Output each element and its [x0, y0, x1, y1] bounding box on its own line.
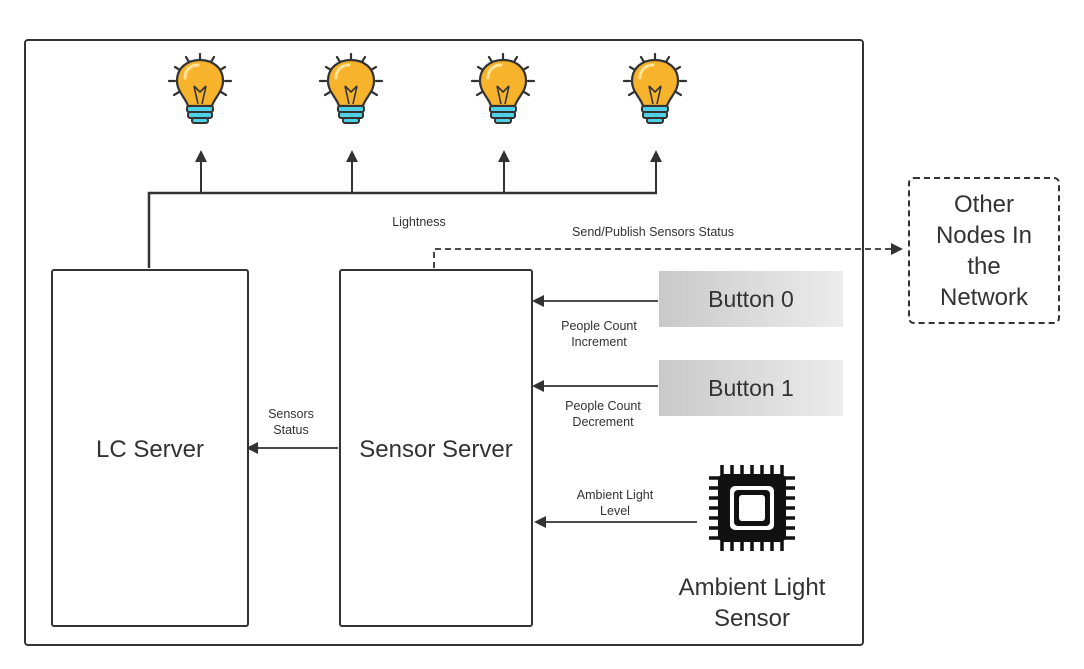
ambient-sensor-line-1: Ambient Light: [678, 574, 826, 601]
decrement-line-1: People Count: [565, 399, 641, 413]
sensors-status-line-2: Status: [273, 423, 309, 437]
increment-label: People Count Increment: [539, 318, 659, 350]
increment-line-2: Increment: [571, 335, 627, 349]
other-nodes-line-2: Nodes In: [935, 221, 1033, 249]
decrement-line-2: Decrement: [572, 415, 634, 429]
publish-connector: [433, 243, 903, 268]
ambient-sensor-label: Ambient Light Sensor: [652, 572, 852, 634]
button-0-label: Button 0: [708, 285, 794, 312]
chip-icon: [709, 465, 795, 551]
increment-line-1: People Count: [561, 319, 637, 333]
decrement-label: People Count Decrement: [543, 398, 663, 430]
lc-server-label: LC Server: [95, 436, 205, 463]
lightbulb-icon: [470, 52, 536, 125]
publish-label: Send/Publish Sensors Status: [572, 225, 734, 239]
ambient-level-label: Ambient Light Level: [555, 487, 675, 519]
other-nodes-line-4: Network: [939, 283, 1029, 311]
button-0: Button 0: [659, 271, 843, 327]
sensors-status-line-1: Sensors: [268, 407, 314, 421]
button-1: Button 1: [659, 360, 843, 416]
lc-server-box: [51, 269, 249, 627]
ambient-level-line-1: Ambient Light: [576, 488, 654, 502]
other-nodes-line-1: Other: [953, 190, 1015, 218]
lightness-connector: [147, 191, 657, 268]
sensor-server-box: [339, 269, 533, 627]
sensors-status-label: Sensors Status: [251, 406, 331, 438]
sensor-server-label: Sensor Server: [359, 436, 513, 463]
other-nodes-box: Other Nodes In the Network: [908, 177, 1060, 324]
lightbulb-icon: [318, 52, 384, 125]
other-nodes-line-3: the: [967, 252, 1001, 280]
lightness-label: Lightness: [392, 215, 446, 229]
ambient-sensor-line-2: Sensor: [713, 605, 791, 632]
lightbulb-icon: [167, 52, 233, 125]
button-1-label: Button 1: [708, 374, 794, 401]
ambient-level-line-2: Level: [600, 504, 630, 518]
lightbulb-icon: [622, 52, 688, 125]
